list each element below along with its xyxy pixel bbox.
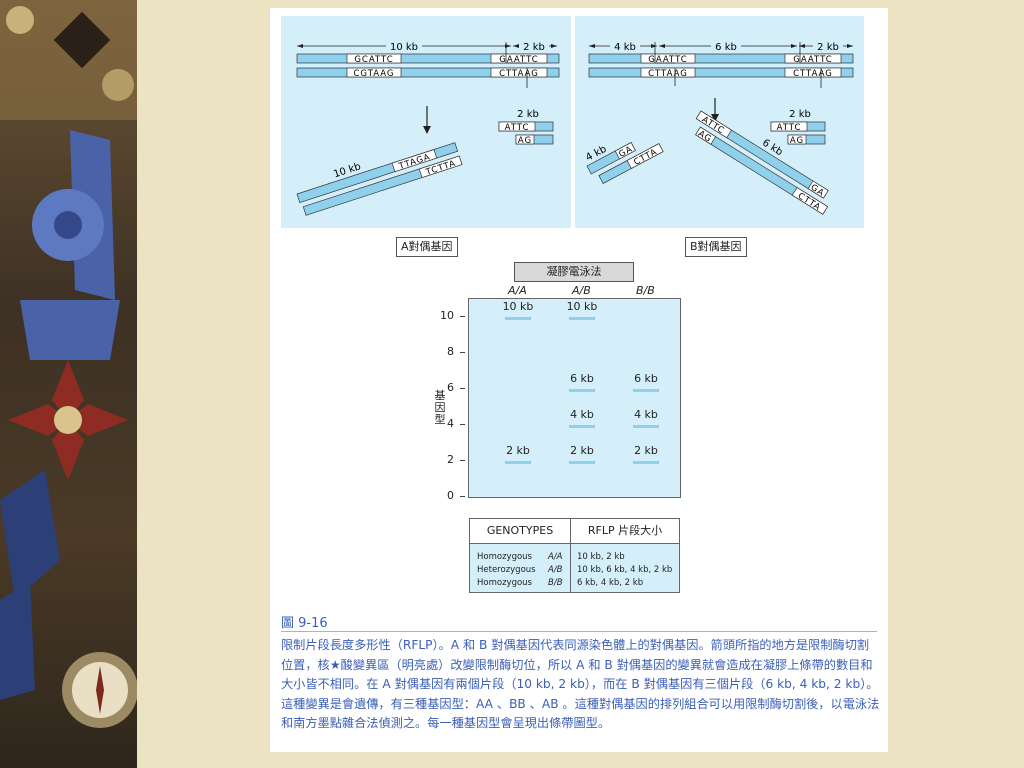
dna-top-strand xyxy=(296,53,560,64)
frag-2kb-label: 2 kb xyxy=(789,109,811,120)
allele-b-diagram: 4 kb 6 kb 2 kb GAATTC CTTAAG GAATTC CTTA… xyxy=(584,40,854,215)
frag-2kb-label: 2 kb xyxy=(517,109,539,120)
caption-divider xyxy=(281,631,877,632)
site2-top-seq: GAATTC xyxy=(793,55,832,65)
decorative-medal-photo xyxy=(0,0,137,768)
band-label: 2 kb xyxy=(634,444,658,457)
gel-band xyxy=(505,461,531,464)
band-label: 10 kb xyxy=(502,300,534,313)
band-label: 4 kb xyxy=(634,408,658,421)
lane-genotype-label: B/B xyxy=(636,284,655,297)
allele-a-label: A對偶基因 xyxy=(396,237,458,257)
figure-caption: 限制片段長度多形性（RFLP）。A 和 B 對偶基因代表同源染色體上的對偶基因。… xyxy=(281,638,880,731)
allele-a-diagram: 10 kb 2 kb GCATTC CGTAAG GAATTC CTTAAG 2… xyxy=(296,40,560,216)
row-sizes: 6 kb, 4 kb, 2 kb xyxy=(577,578,644,588)
cross-medal-icon xyxy=(8,360,128,480)
site1-top-seq: GAATTC xyxy=(648,55,687,65)
band-label: 10 kb xyxy=(566,300,598,313)
y-tick-label: 2 xyxy=(447,453,454,466)
coin-icon xyxy=(6,6,34,34)
frag-10kb: TTAGA TCTTA 10 kb xyxy=(296,142,463,216)
gel-y-axis-label: 基因型 xyxy=(434,389,446,426)
frag-2kb-top: ATTC xyxy=(777,123,802,133)
frag-4kb: GA CTTA 4 kb xyxy=(584,142,664,184)
figure-card: 10 kb 2 kb GCATTC CGTAAG GAATTC CTTAAG 2… xyxy=(270,8,888,752)
band-label: 6 kb xyxy=(634,372,658,385)
row-genotype: A/A xyxy=(548,552,563,562)
gel-band xyxy=(505,317,531,320)
row-sizes: 10 kb, 2 kb xyxy=(577,552,625,562)
dna-bottom-strand xyxy=(588,67,854,78)
table-row: Homozygous A/A 10 kb, 2 kb xyxy=(470,551,679,563)
row-type: Heterozygous xyxy=(477,565,536,575)
frag-2kb-bottom: AG xyxy=(790,136,804,146)
gel-band xyxy=(633,461,659,464)
dna-top-strand xyxy=(588,53,854,64)
row-sizes: 10 kb, 6 kb, 4 kb, 2 kb xyxy=(577,565,673,575)
y-tick-mark xyxy=(460,496,465,497)
site2-top-seq: GAATTC xyxy=(499,55,538,65)
dna-bottom-strand xyxy=(296,67,560,78)
table-header-genotypes: GENOTYPES xyxy=(470,519,571,544)
row-type: Homozygous xyxy=(477,578,532,588)
span-2kb-label: 2 kb xyxy=(523,42,545,53)
gel-band xyxy=(569,389,595,392)
gel-band xyxy=(633,425,659,428)
allele-b-label: B對偶基因 xyxy=(685,237,747,257)
y-tick-mark xyxy=(460,424,465,425)
y-tick-label: 6 xyxy=(447,381,454,394)
y-tick-mark xyxy=(460,352,465,353)
site1-bottom-seq: CGTAAG xyxy=(353,69,394,79)
gel xyxy=(468,298,681,498)
span-10kb-label: 10 kb xyxy=(390,42,418,53)
y-tick-mark xyxy=(460,460,465,461)
gel-title: 凝膠電泳法 xyxy=(514,262,634,282)
gel-band xyxy=(569,317,595,320)
y-tick-label: 10 xyxy=(440,309,454,322)
frag-2kb-bottom: AG xyxy=(518,136,532,146)
y-tick-mark xyxy=(460,316,465,317)
site1-bottom-seq: CTTAAG xyxy=(648,69,688,79)
table-row: Heterozygous A/B 10 kb, 6 kb, 4 kb, 2 kb xyxy=(470,564,679,576)
y-tick-mark xyxy=(460,388,465,389)
frag-6kb: ATTC AG GA CTTA 6 kb xyxy=(695,110,829,215)
span-6kb-label: 6 kb xyxy=(715,42,737,53)
band-label: 6 kb xyxy=(570,372,594,385)
gel-band xyxy=(633,389,659,392)
lane-genotype-label: A/A xyxy=(508,284,527,297)
frag-2kb-top: ATTC xyxy=(505,123,530,133)
frag-4kb-bottom: CTTA xyxy=(632,147,659,168)
band-label: 2 kb xyxy=(570,444,594,457)
row-genotype: B/B xyxy=(548,578,563,588)
y-tick-label: 8 xyxy=(447,345,454,358)
allele-a-panel: 10 kb 2 kb GCATTC CGTAAG GAATTC CTTAAG 2… xyxy=(281,16,571,228)
band-label: 4 kb xyxy=(570,408,594,421)
genotype-table: GENOTYPES RFLP 片段大小 Homozygous A/A 10 kb… xyxy=(469,518,680,593)
site2-bottom-seq: CTTAAG xyxy=(793,69,833,79)
gel-band xyxy=(569,425,595,428)
span-2kb-label: 2 kb xyxy=(817,42,839,53)
y-tick-label: 0 xyxy=(447,489,454,502)
site2-bottom-seq: CTTAAG xyxy=(499,69,539,79)
row-genotype: A/B xyxy=(548,565,563,575)
band-label: 2 kb xyxy=(506,444,530,457)
site1-top-seq: GCATTC xyxy=(354,55,393,65)
coin-icon xyxy=(102,69,134,101)
figure-number: 圖 9-16 xyxy=(281,616,328,631)
table-header-rflp: RFLP 片段大小 xyxy=(571,519,679,544)
allele-b-panel: 4 kb 6 kb 2 kb GAATTC CTTAAG GAATTC CTTA… xyxy=(575,16,864,228)
lane-genotype-label: A/B xyxy=(572,284,591,297)
y-tick-label: 4 xyxy=(447,417,454,430)
span-4kb-label: 4 kb xyxy=(614,42,636,53)
gel-band xyxy=(569,461,595,464)
row-type: Homozygous xyxy=(477,552,532,562)
table-row: Homozygous B/B 6 kb, 4 kb, 2 kb xyxy=(470,577,679,589)
